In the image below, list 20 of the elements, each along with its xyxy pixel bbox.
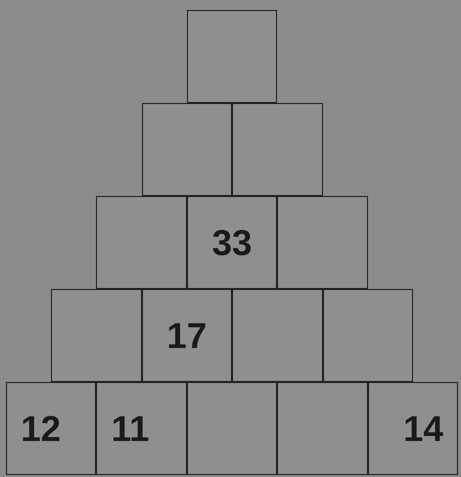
number-box (186, 196, 278, 289)
empty-box (322, 289, 413, 382)
number: 12 (20, 410, 61, 446)
number: 33 (212, 224, 252, 260)
empty-box (232, 289, 322, 382)
empty-box (232, 103, 322, 196)
number-box (368, 382, 458, 475)
number-box (96, 382, 187, 475)
number: 14 (403, 410, 444, 446)
number: 17 (166, 318, 207, 354)
empty-box (186, 10, 278, 103)
empty-box (51, 289, 142, 382)
empty-box (142, 103, 232, 196)
empty-box (277, 196, 368, 289)
number: 11 (111, 410, 150, 446)
number-box (6, 382, 96, 475)
empty-box (277, 382, 368, 475)
empty-box (186, 382, 278, 475)
number-box (142, 289, 232, 382)
empty-box (96, 196, 187, 289)
